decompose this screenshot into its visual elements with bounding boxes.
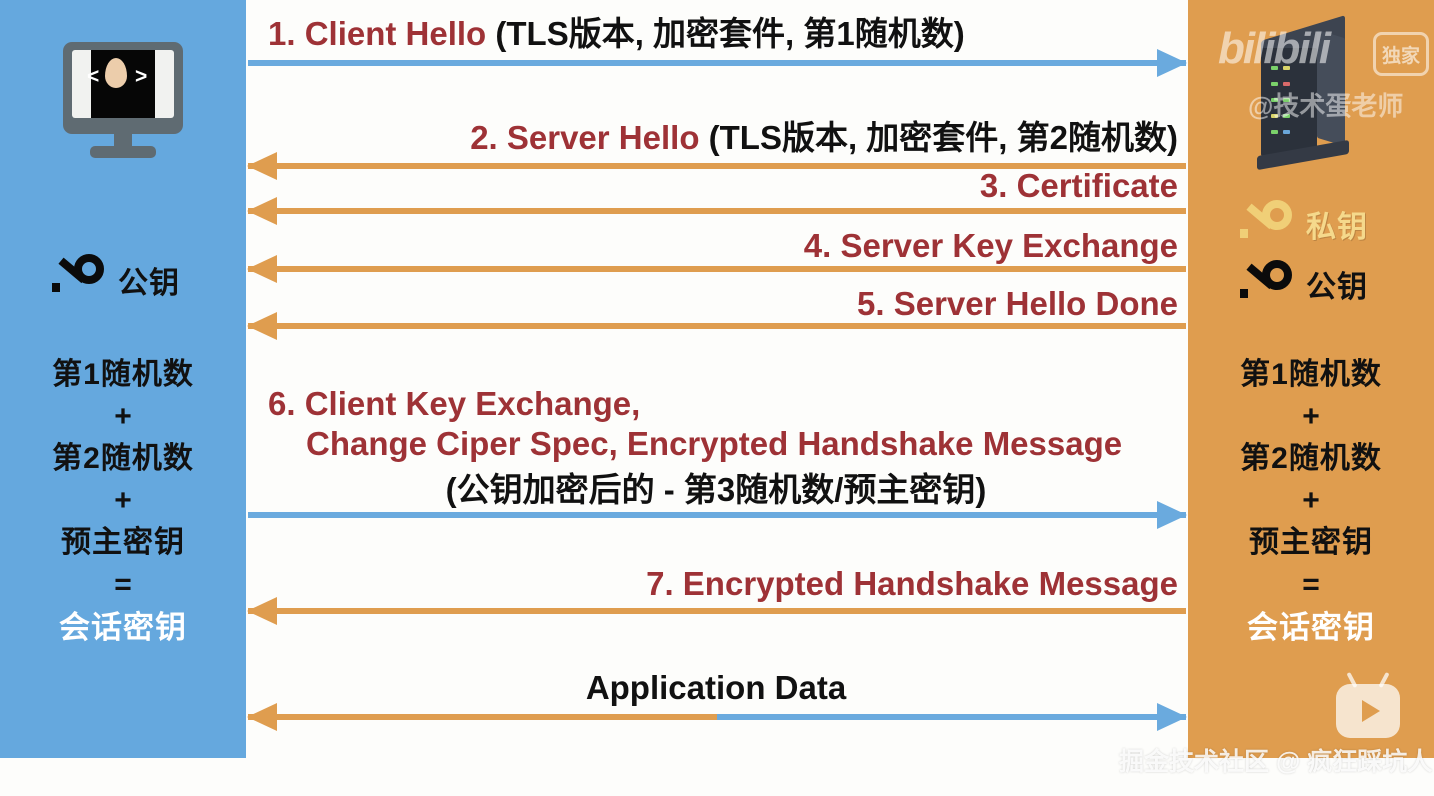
arrow-client-key-exchange	[248, 501, 1187, 529]
server-session-key-derivation: 第1随机数 + 第2随机数 + 预主密钥 = 会话密钥	[1188, 352, 1434, 652]
client-public-key-icon	[52, 254, 104, 298]
protocol-detail: (公钥加密后的 - 第3随机数/预主密钥)	[445, 471, 987, 508]
client-session-key-derivation: 第1随机数 + 第2随机数 + 预主密钥 = 会话密钥	[0, 352, 246, 652]
server-private-key-label: 私钥	[1306, 211, 1368, 244]
message-label-encrypted-handshake-message: 7. Encrypted Handshake Message	[646, 564, 1178, 604]
server-public-key-label: 公钥	[1306, 271, 1368, 304]
client-derivation-line-1: +	[114, 400, 132, 433]
message-label-server-hello-done: 5. Server Hello Done	[857, 284, 1178, 324]
exclusive-badge: 独家	[1373, 32, 1429, 76]
arrow-client-hello	[248, 49, 1187, 77]
server-derivation-line-1: +	[1302, 400, 1320, 433]
author-watermark: @技术蛋老师	[1248, 91, 1404, 121]
message-label-client-hello: 1. Client Hello (TLS版本, 加密套件, 第1随机数)	[268, 14, 965, 54]
bilibili-watermark: bilibili	[1218, 24, 1331, 73]
server-public-key-icon	[1240, 260, 1292, 304]
computer-monitor-icon: < >	[63, 42, 183, 164]
protocol-name: 5. Server Hello Done	[857, 285, 1178, 322]
server-tower-icon	[1255, 15, 1367, 171]
server-derivation-line-3: +	[1302, 484, 1320, 517]
message-label-certificate: 3. Certificate	[980, 166, 1178, 206]
message-label-server-hello: 2. Server Hello (TLS版本, 加密套件, 第2随机数)	[470, 118, 1178, 158]
server-derivation-line-2: 第2随机数	[1240, 442, 1382, 475]
client-derivation-line-0: 第1随机数	[52, 358, 194, 391]
protocol-name: 3. Certificate	[979, 167, 1178, 204]
arrow-server-hello-done	[247, 312, 1186, 340]
client-derivation-line-2: 第2随机数	[52, 442, 194, 475]
server-private-key-icon	[1240, 200, 1292, 244]
protocol-name: 4. Server Key Exchange	[803, 227, 1178, 264]
message-label-client-key-exchange-line1: 6. Client Key Exchange,	[268, 384, 640, 424]
client-public-key-label: 公钥	[118, 267, 180, 300]
arrow-application-data	[247, 703, 1187, 731]
bilibili-tv-icon	[1336, 671, 1400, 738]
server-derivation-line-0: 第1随机数	[1240, 358, 1382, 391]
arrow-server-hello	[247, 152, 1186, 180]
message-label-client-key-exchange-detail: (公钥加密后的 - 第3随机数/预主密钥)	[246, 470, 1186, 510]
message-label-client-key-exchange-line2: Change Ciper Spec, Encrypted Handshake M…	[306, 424, 1122, 464]
message-lane: 1. Client Hello (TLS版本, 加密套件, 第1随机数) 2. …	[246, 0, 1188, 796]
client-derivation-line-3: +	[114, 484, 132, 517]
arrow-certificate	[247, 197, 1186, 225]
protocol-name: 1. Client Hello	[268, 15, 487, 52]
client-session-key-result: 会话密钥	[59, 610, 187, 645]
message-label-server-key-exchange: 4. Server Key Exchange	[804, 226, 1178, 266]
protocol-name: 7. Encrypted Handshake Message	[646, 565, 1178, 602]
protocol-detail: (TLS版本, 加密套件, 第1随机数)	[495, 15, 965, 52]
arrow-encrypted-handshake-message	[247, 597, 1186, 625]
community-watermark: 掘金技术社区 @ 疯狂踩坑人	[1119, 748, 1433, 776]
server-derivation-line-5: =	[1302, 568, 1320, 601]
protocol-name: Change Ciper Spec, Encrypted Handshake M…	[306, 425, 1123, 462]
message-label-application-data: Application Data	[246, 668, 1186, 708]
arrow-server-key-exchange	[247, 255, 1186, 283]
protocol-name: 2. Server Hello	[470, 119, 700, 156]
client-column: < > 公钥 第1随机数 + 第2随机数 + 预主密钥 = 会话密钥	[0, 0, 246, 758]
client-derivation-line-5: =	[114, 568, 132, 601]
client-derivation-line-4: 预主密钥	[61, 526, 185, 559]
server-column: 私钥 公钥 第1随机数 + 第2随机数 + 预主密钥 = 会话密钥 bilibi…	[1188, 0, 1434, 758]
protocol-name: Application Data	[585, 669, 847, 706]
server-derivation-line-4: 预主密钥	[1249, 526, 1373, 559]
protocol-name: 6. Client Key Exchange,	[268, 385, 641, 422]
protocol-detail: (TLS版本, 加密套件, 第2随机数)	[708, 119, 1178, 156]
server-session-key-result: 会话密钥	[1247, 610, 1375, 645]
